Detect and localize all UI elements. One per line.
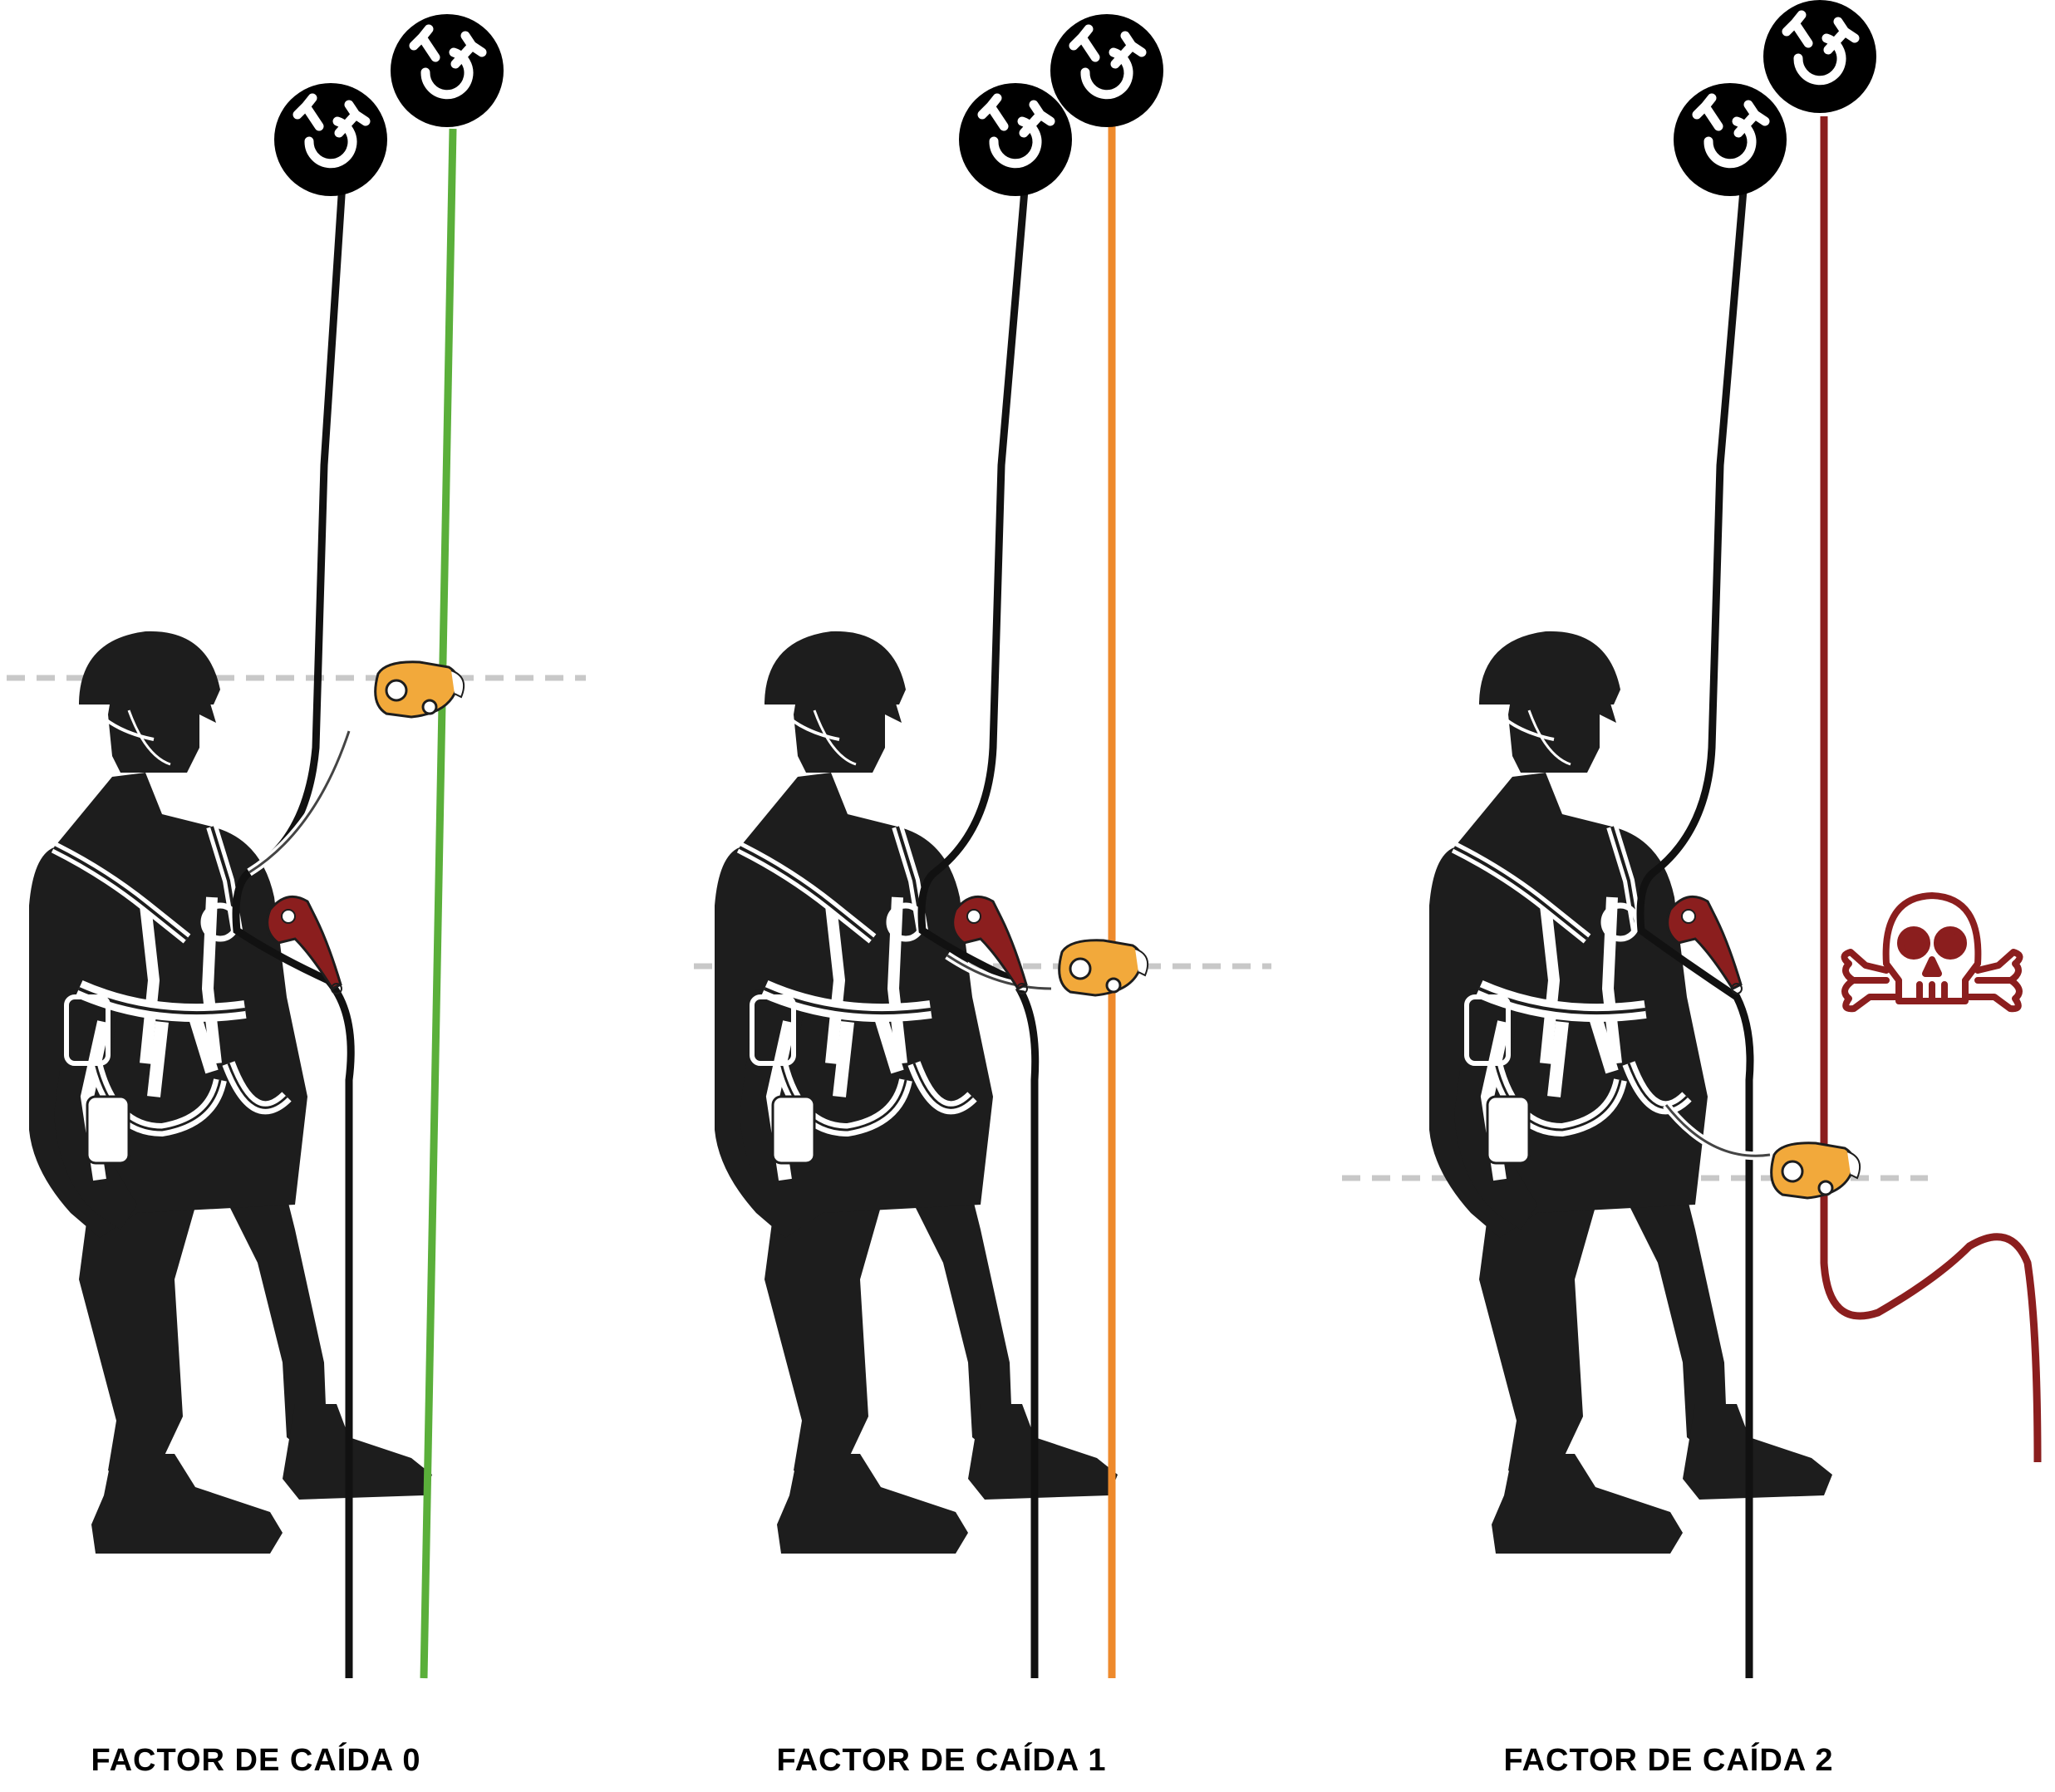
lanyard xyxy=(249,731,349,872)
anchor-icon xyxy=(1674,83,1787,196)
rope-grab-device xyxy=(1059,940,1148,995)
caption-fall-factor-2: FACTOR DE CAÍDA 2 xyxy=(1453,1743,1885,1779)
rope-grab-device xyxy=(1772,1143,1860,1198)
anchor-icon xyxy=(1050,14,1163,127)
climber-figure xyxy=(29,631,432,1554)
rope-green xyxy=(424,129,453,1678)
climber-figure xyxy=(715,631,1118,1554)
panel-fall-factor-2 xyxy=(1342,0,2038,1678)
anchor-icon xyxy=(1763,0,1876,113)
rope-dark-red xyxy=(1824,116,2038,1462)
skull-crossbones-icon xyxy=(1844,896,2019,1009)
panel-fall-factor-1 xyxy=(694,14,1271,1678)
anchor-icon xyxy=(391,14,504,127)
climber-figure xyxy=(1429,631,1832,1554)
rope-grab-device xyxy=(376,662,464,717)
caption-fall-factor-1: FACTOR DE CAÍDA 1 xyxy=(725,1743,1158,1779)
caption-fall-factor-0: FACTOR DE CAÍDA 0 xyxy=(40,1743,472,1779)
anchor-icon xyxy=(274,83,387,196)
panel-fall-factor-0 xyxy=(7,14,586,1678)
anchor-icon xyxy=(959,83,1072,196)
